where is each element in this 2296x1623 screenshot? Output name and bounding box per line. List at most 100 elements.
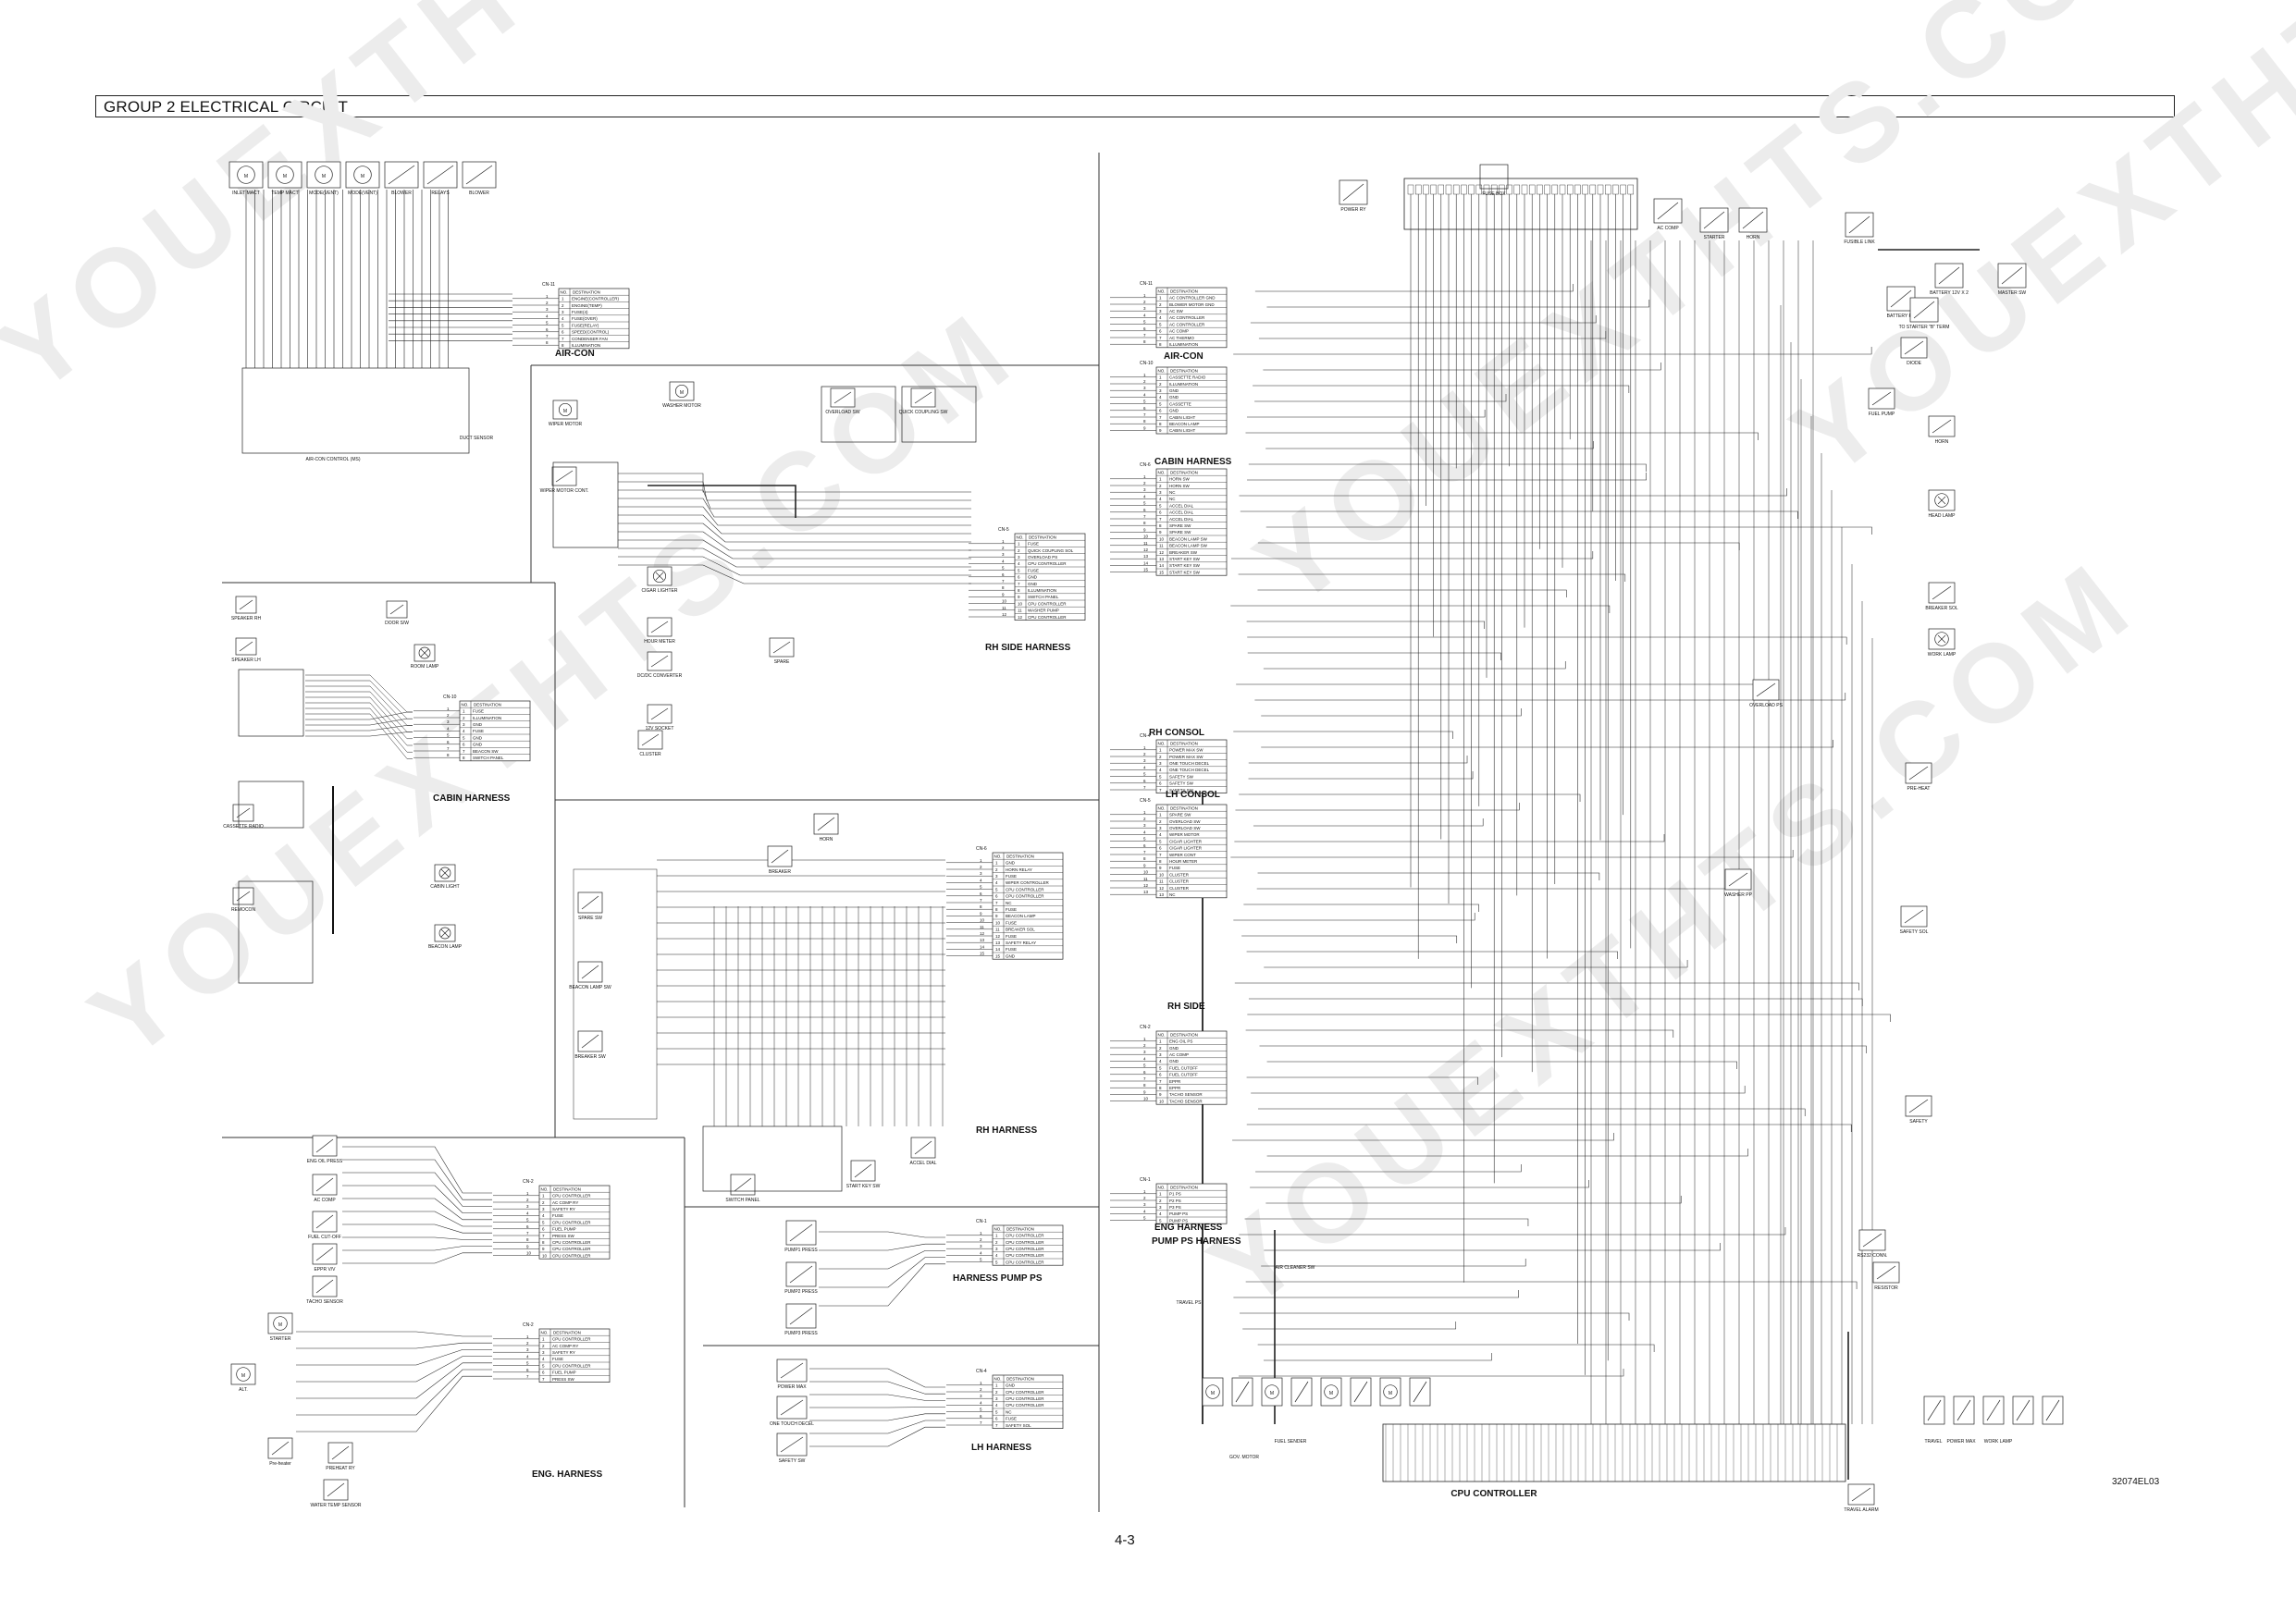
- table-cell-no: 1: [542, 1337, 545, 1342]
- sensor-component: [1231, 1377, 1253, 1407]
- wire: [1234, 982, 1859, 990]
- fuse-slot: [1468, 184, 1475, 195]
- table-cell-destination: CPU CONTROLLER: [552, 1337, 591, 1342]
- radio-connector-block: [238, 781, 304, 829]
- component-label: PUMP3 PRESS: [784, 1331, 818, 1336]
- switch-symbol: [239, 641, 253, 652]
- switch-symbol: [315, 1138, 334, 1153]
- wire: [819, 1263, 945, 1307]
- harness-label: RH HARNESS: [976, 1125, 1037, 1136]
- rh-component: BREAKER: [767, 845, 793, 875]
- table-cell-destination: AC COMP: [1169, 329, 1189, 334]
- table-cell-destination: FUSE: [1028, 542, 1039, 547]
- pin-number: 8: [447, 753, 450, 757]
- table-cell-no: 6: [542, 1227, 545, 1232]
- table-cell-no: 7: [1159, 1079, 1162, 1084]
- table-cell-no: 7: [562, 337, 564, 341]
- rh-component: START KEY SW: [846, 1160, 881, 1189]
- table-cell-destination: CIGAR LIGHTER: [1169, 846, 1203, 851]
- table-cell-destination: FUEL CUTOFF: [1169, 1065, 1198, 1070]
- wire: [1254, 394, 1507, 402]
- pin-number: 6: [546, 327, 549, 332]
- pin-number: 4: [1143, 392, 1146, 397]
- table-cell-destination: GND: [473, 735, 483, 740]
- pin-number: 2: [1143, 817, 1146, 821]
- pin-number: 9: [980, 911, 982, 916]
- wire: [1244, 1218, 1529, 1226]
- component-label: RESISTOR: [1874, 1285, 1898, 1291]
- table-cell-no: 9: [542, 1247, 545, 1251]
- sensor-component: M: [1320, 1377, 1342, 1407]
- component-label: SPEAKER RH: [231, 616, 262, 621]
- component-label: MODE(VENT): [348, 191, 377, 196]
- fuse-slot: [1423, 184, 1429, 195]
- table-header-destination: DESTINATION: [1170, 368, 1198, 373]
- table-cell-no: 5: [1159, 503, 1162, 508]
- table-cell-no: 5: [1159, 839, 1162, 843]
- fuse-slot: [1452, 184, 1460, 195]
- pin-number: 3: [1143, 306, 1146, 311]
- table-cell-destination: CPU CONTROLLER: [1006, 1390, 1044, 1395]
- rh-component: HORN: [813, 813, 839, 842]
- table-cell-destination: CPU CONTROLLER: [552, 1247, 591, 1251]
- pin-number: 6: [447, 740, 450, 744]
- wire: [1264, 1243, 1721, 1251]
- table-cell-destination: AC COMP: [1169, 1052, 1189, 1057]
- pin-number: 13: [1143, 890, 1149, 894]
- table-cell-destination: NC: [1169, 892, 1176, 897]
- wire: [618, 481, 971, 501]
- fuse-slot: [1582, 184, 1588, 195]
- table-cell-destination: GND: [473, 722, 483, 727]
- connector-id: CN-4: [1140, 733, 1151, 739]
- table-cell-no: 2: [562, 303, 564, 308]
- pin-number: 5: [526, 1218, 529, 1223]
- component-label: DOOR S/W: [385, 621, 409, 626]
- pin-number: 11: [1143, 541, 1148, 546]
- component-body: [669, 381, 695, 401]
- eng-component: Pre-heater: [267, 1437, 293, 1467]
- pin-number: 7: [980, 1420, 982, 1425]
- wire: [809, 1420, 945, 1434]
- pin-number: 5: [1143, 837, 1146, 842]
- table-cell-no: 3: [562, 310, 564, 314]
- pin-number: 4: [1143, 765, 1146, 769]
- component-label: EPPR V/V: [314, 1267, 336, 1273]
- motor-symbol: [674, 384, 689, 399]
- table-cell-no: 1: [995, 1383, 998, 1388]
- table-cell-destination: FUSE(RELAY): [572, 323, 599, 327]
- wire: [1239, 488, 1787, 497]
- switch-symbol: [1871, 391, 1892, 406]
- table-cell-no: 6: [1159, 409, 1162, 413]
- table-cell-no: 4: [1159, 497, 1162, 501]
- pin-number: 15: [1143, 568, 1149, 572]
- pin-number: 9: [1143, 527, 1146, 532]
- table-cell-no: 11: [995, 928, 1000, 932]
- table-cell-destination: START KEY SW: [1169, 563, 1201, 568]
- wire: [1261, 1259, 1526, 1267]
- duct-sensor-label: DUCT SENSOR: [460, 436, 494, 441]
- wire: [305, 713, 413, 759]
- table-cell-destination: CPU CONTROLLER: [1006, 1396, 1044, 1401]
- component-body: [1320, 1377, 1342, 1407]
- switch-symbol: [780, 1436, 804, 1453]
- table-header-destination: DESTINATION: [1006, 854, 1034, 858]
- component-label: SAFETY: [1909, 1119, 1928, 1125]
- table-cell-no: 7: [1159, 788, 1162, 793]
- harness-label: LH HARNESS: [971, 1443, 1031, 1453]
- table-cell-destination: GND: [1169, 395, 1179, 400]
- table-header-destination: DESTINATION: [1029, 535, 1056, 539]
- switch-symbol: [789, 1307, 813, 1325]
- table-cell-destination: ENGINE(CONTROLLER): [572, 297, 620, 301]
- table-cell-no: 6: [1159, 510, 1162, 515]
- fuse-slot: [1521, 184, 1528, 195]
- fuse-slot: [1461, 184, 1467, 195]
- right-top-component: MASTER SW: [1997, 263, 2026, 296]
- table-cell-no: 8: [463, 756, 465, 760]
- pin-number: 10: [1143, 1097, 1149, 1101]
- table-cell-no: 6: [1159, 846, 1162, 851]
- fuse-slot: [1506, 184, 1512, 195]
